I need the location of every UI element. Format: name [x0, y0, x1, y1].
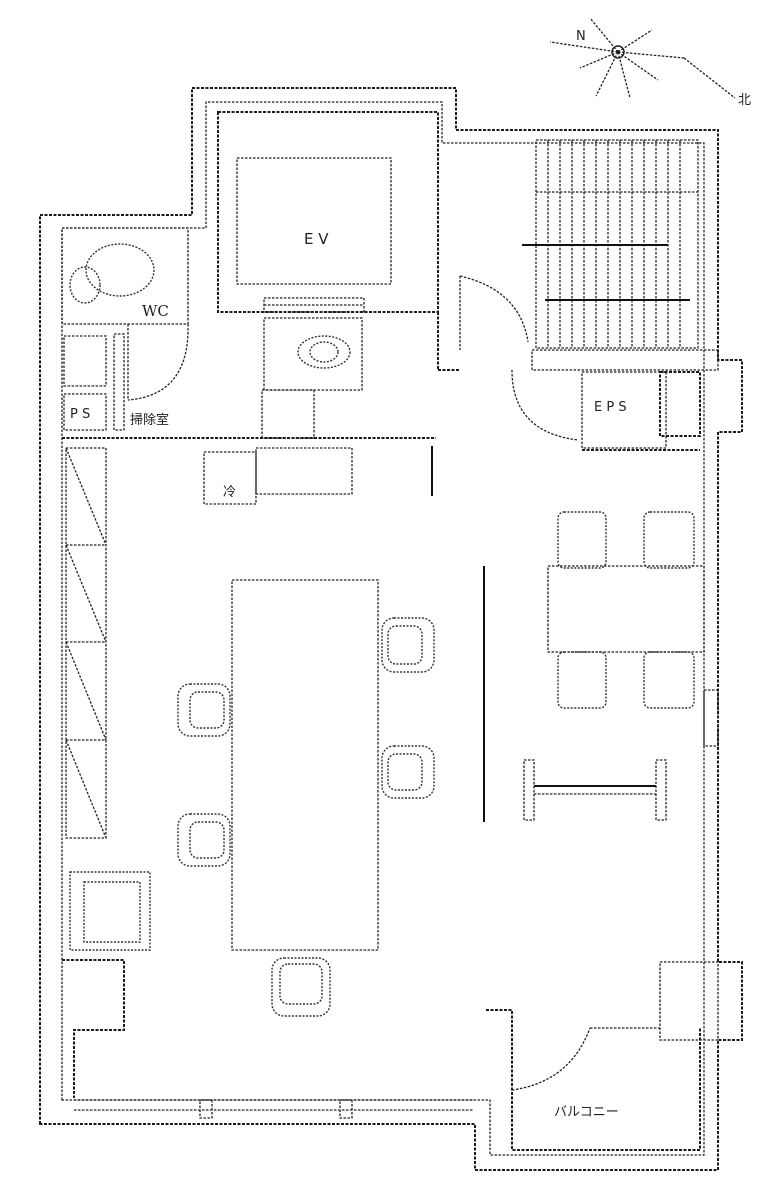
chair	[271, 957, 331, 1017]
ps-room: P S 掃除室	[62, 333, 436, 439]
chair	[177, 683, 231, 737]
hall-chair	[297, 335, 351, 369]
chair	[177, 813, 231, 867]
compass-n-mark: N	[576, 29, 586, 44]
kitchen-counter: 冷	[203, 446, 433, 505]
armchair	[69, 871, 151, 951]
lower-wall	[62, 959, 474, 1119]
chair	[381, 745, 435, 799]
chair	[381, 617, 435, 673]
eps-label: E P S	[594, 400, 627, 415]
entry-hall	[261, 317, 363, 439]
balcony: バルコニー	[486, 961, 719, 1151]
staircase	[522, 139, 719, 371]
conference-table	[231, 579, 379, 951]
wall-shelving	[65, 447, 107, 839]
bench	[523, 759, 667, 821]
wc-label: WC	[142, 302, 169, 320]
balcony-label: バルコニー	[554, 1105, 619, 1120]
ps-label: P S	[70, 407, 90, 422]
meeting-table	[547, 511, 705, 709]
eps-room: E P S	[581, 371, 701, 451]
fridge-label: 冷	[223, 485, 236, 500]
cleaning-room-label: 掃除室	[130, 412, 169, 428]
conference-chairs	[177, 617, 435, 1017]
compass-north-label: 北	[738, 93, 751, 108]
wc-room: WC	[61, 227, 189, 401]
ev-label: E V	[304, 230, 329, 248]
elevator: E V	[217, 111, 439, 313]
right-window	[703, 689, 719, 747]
hall-doors	[437, 275, 579, 441]
compass-rose: 北 N	[549, 17, 751, 108]
